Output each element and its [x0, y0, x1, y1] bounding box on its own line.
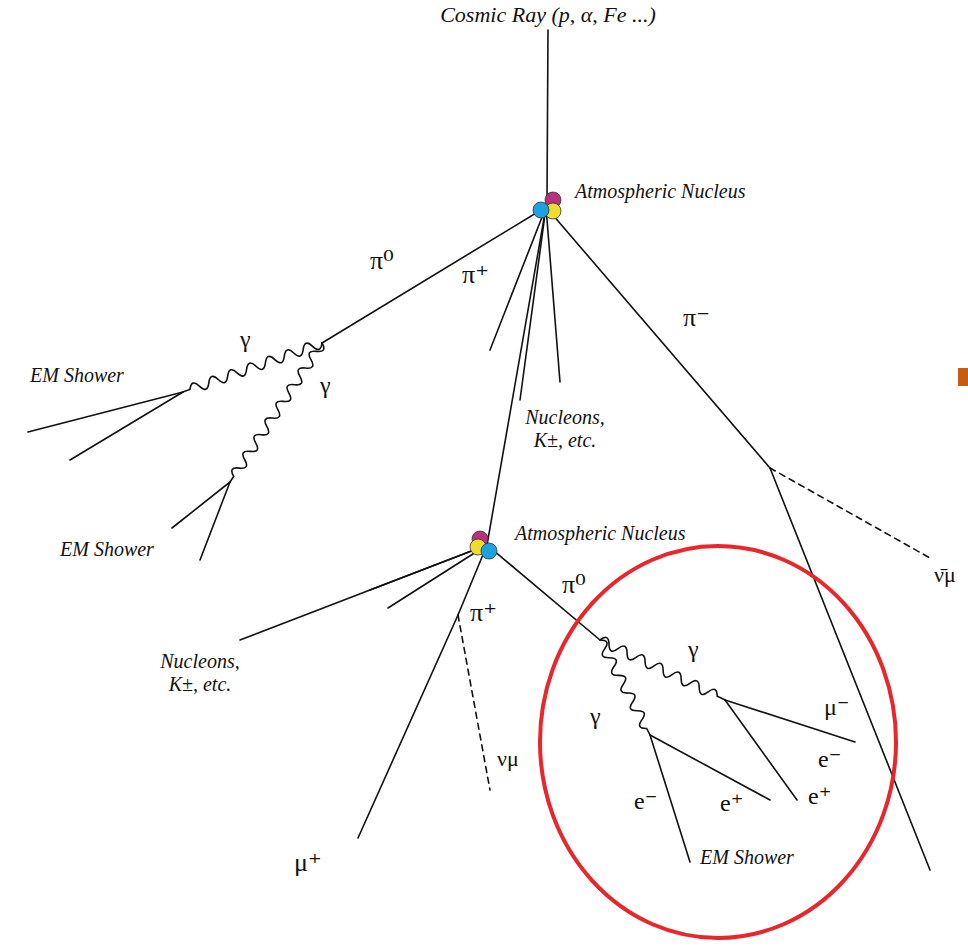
particle-label: Nucleons, K±, etc.	[150, 650, 250, 696]
particle-label: μ⁻	[824, 694, 850, 722]
particle-label: Atmospheric Nucleus	[575, 180, 746, 203]
shower-track	[200, 482, 230, 560]
pion-track	[490, 207, 546, 350]
photon-wave	[596, 638, 655, 737]
particle-label: EM Shower	[60, 538, 154, 561]
hadron-track	[546, 207, 560, 382]
particle-label: Atmospheric Nucleus	[515, 522, 686, 545]
hadron-track	[487, 207, 546, 545]
particle-label: νμ	[497, 746, 519, 771]
edge-mark	[958, 368, 968, 386]
particle-label: π⁰	[562, 570, 586, 600]
particle-label: e⁺	[808, 783, 831, 811]
pion-track	[546, 207, 770, 468]
particle-label: π⁻	[683, 303, 710, 333]
particle-label: Nucleons, K±, etc.	[515, 406, 615, 452]
particle-label: ν̄μ	[934, 562, 956, 587]
particle-label: π⁰	[370, 246, 394, 276]
particle-label: e⁺	[720, 790, 743, 818]
neutrino-track	[458, 615, 490, 790]
positron-track	[725, 700, 797, 800]
quark-ball	[533, 202, 549, 218]
particle-label: EM Shower	[30, 364, 124, 387]
muon-track	[770, 468, 930, 870]
hadron-track	[520, 207, 546, 400]
pion-track	[322, 207, 546, 343]
highlight-circle	[540, 546, 896, 938]
shower-track	[28, 392, 183, 432]
pion-track	[487, 545, 600, 640]
particle-label: γ	[320, 372, 331, 400]
particle-label: γ	[688, 636, 699, 664]
particle-label: e⁻	[818, 746, 841, 774]
quark-ball	[481, 543, 497, 559]
particle-label: Cosmic Ray (p, α, Fe ...)	[433, 2, 663, 27]
particle-label: μ⁺	[294, 848, 322, 878]
particle-label: e⁻	[634, 788, 657, 816]
particle-label: π⁺	[462, 260, 489, 290]
photon-wave	[598, 635, 728, 704]
particle-label: π⁺	[470, 598, 497, 628]
neutrino-track	[770, 468, 930, 558]
primary-track	[547, 30, 548, 199]
hadron-track	[240, 545, 487, 640]
particle-label: γ	[240, 326, 251, 354]
photon-wave	[226, 340, 327, 485]
particle-label: γ	[590, 703, 601, 731]
muon-track	[358, 615, 458, 838]
particle-label: EM Shower	[700, 846, 794, 869]
shower-track	[70, 392, 183, 460]
